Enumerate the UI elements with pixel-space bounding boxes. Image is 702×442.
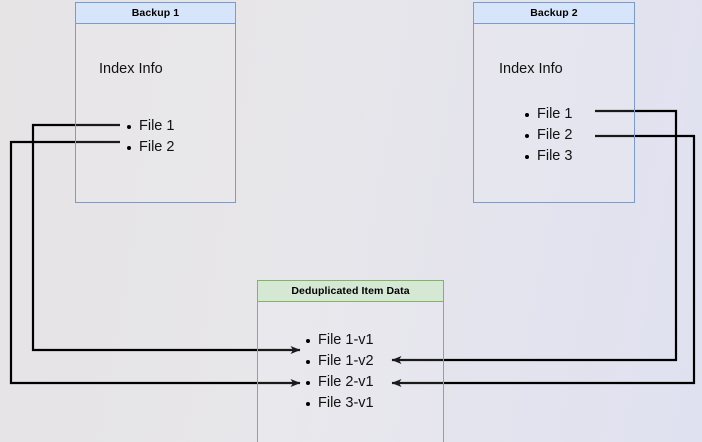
edge-b1f2-dedup-f2v1 (9, 140, 301, 387)
list-item: File 1 (525, 104, 572, 125)
node-backup1-header: Backup 1 (76, 3, 235, 24)
list-item: File 1-v2 (306, 351, 374, 372)
list-item: File 2-v1 (306, 372, 374, 393)
node-backup2[interactable]: Backup 2 Index Info File 1 File 2 File 3 (473, 2, 635, 203)
node-backup2-header: Backup 2 (474, 3, 634, 24)
backup1-index-info-label: Index Info (99, 61, 163, 77)
edge-b1f1-dedup-f1v1 (31, 123, 301, 354)
list-item: File 2 (525, 125, 572, 146)
node-backup1-body: Index Info File 1 File 2 (76, 24, 235, 202)
list-item: File 1-v1 (306, 330, 374, 351)
node-deduplicated-item-data[interactable]: Deduplicated Item Data File 1-v1 File 1-… (257, 280, 444, 442)
backup2-file-list: File 1 File 2 File 3 (525, 104, 572, 167)
list-item: File 2 (127, 137, 174, 158)
backup2-index-info-label: Index Info (499, 61, 563, 77)
list-item: File 3 (525, 146, 572, 167)
list-item: File 1 (127, 116, 174, 137)
dedup-file-list: File 1-v1 File 1-v2 File 2-v1 File 3-v1 (306, 330, 374, 414)
edge-b2f2-dedup-f2v1 (391, 134, 696, 387)
node-backup1[interactable]: Backup 1 Index Info File 1 File 2 (75, 2, 236, 203)
backup1-file-list: File 1 File 2 (127, 116, 174, 158)
node-backup2-body: Index Info File 1 File 2 File 3 (474, 24, 634, 202)
node-dedup-body: File 1-v1 File 1-v2 File 2-v1 File 3-v1 (258, 302, 443, 442)
list-item: File 3-v1 (306, 393, 374, 414)
edge-b2f1-dedup-f1v2 (391, 109, 678, 364)
node-dedup-header: Deduplicated Item Data (258, 281, 443, 302)
